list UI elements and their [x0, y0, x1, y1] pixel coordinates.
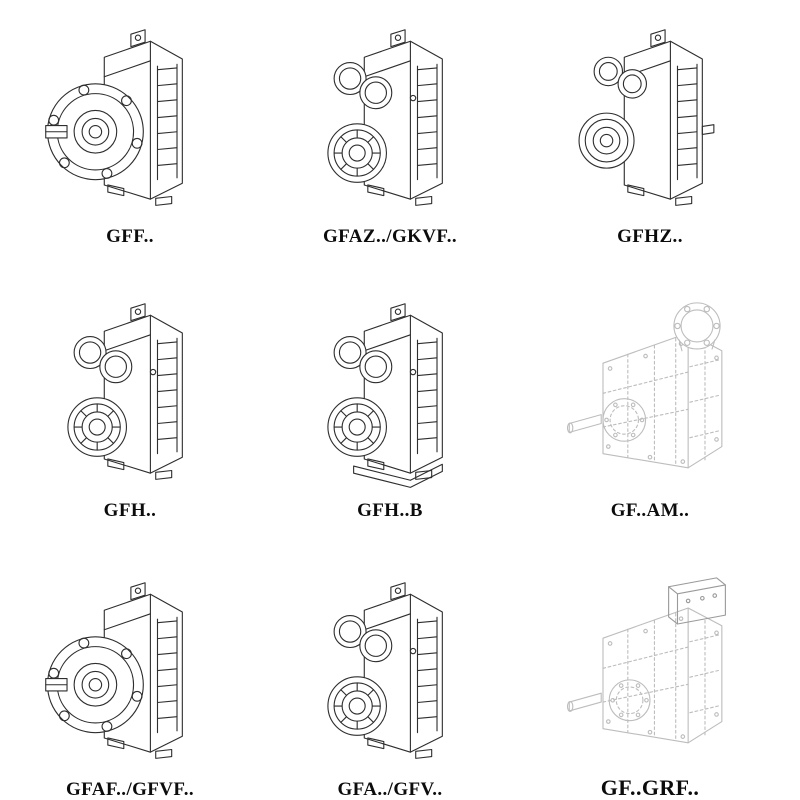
catalog-item: GFAZ../GKVF..: [300, 16, 480, 258]
gearbox-drawing-gfaz-gkvf: [302, 20, 478, 224]
catalog-item: GFH..B: [300, 290, 480, 532]
model-label: GFH..B: [357, 500, 423, 521]
model-label: GFHZ..: [617, 226, 683, 247]
gearbox-drawing-gff: [42, 20, 218, 224]
gearbox-drawing-gf-grf: [562, 569, 738, 773]
model-label: GF..AM..: [610, 500, 690, 521]
catalog-item: GFHZ..: [560, 16, 740, 258]
model-label: GFAZ../GKVF..: [323, 226, 457, 247]
model-label: GFA../GFV..: [337, 779, 443, 800]
catalog-item: GFH..: [40, 290, 220, 532]
gearbox-drawing-gfaf-gfvf: [42, 573, 218, 777]
gearbox-drawing-gfh-b: [302, 294, 478, 498]
model-label: GFH..: [103, 500, 157, 521]
catalog-item: GF..GRF..: [560, 564, 740, 800]
catalog-item: GF..AM..: [560, 290, 740, 532]
catalog-item: GFF..: [40, 16, 220, 258]
model-label: GF..GRF..: [600, 775, 700, 800]
model-label: GFAF../GFVF..: [65, 779, 194, 800]
gearbox-drawing-gfa-gfv: [302, 573, 478, 777]
gearbox-drawing-gfhz: [562, 20, 738, 224]
gearbox-drawing-gfh: [42, 294, 218, 498]
model-label: GFF..: [106, 226, 154, 247]
catalog-item: GFAF../GFVF..: [40, 564, 220, 800]
catalog-item: GFA../GFV..: [300, 564, 480, 800]
gearbox-drawing-gf-am: [562, 294, 738, 498]
